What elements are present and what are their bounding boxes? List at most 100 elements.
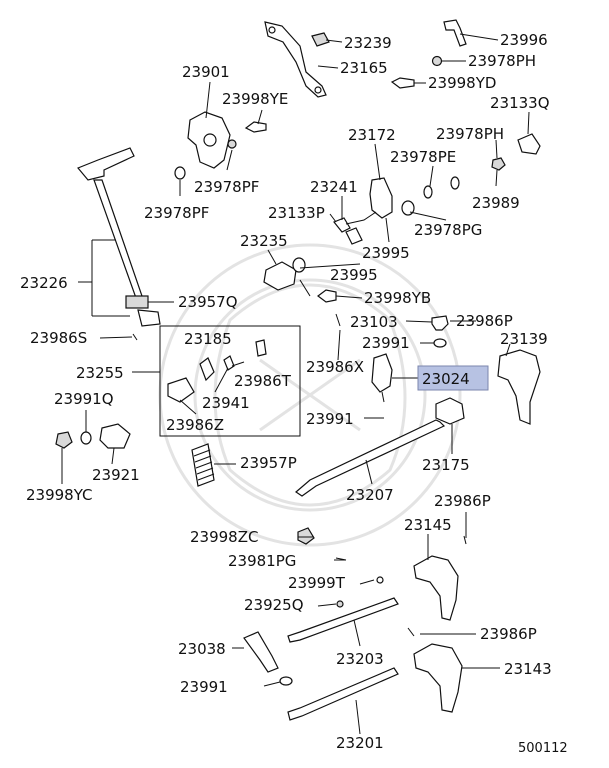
part-23986p-pin-drawing xyxy=(407,627,415,637)
label-23978pe[interactable]: 23978PE xyxy=(390,148,456,166)
part-23991q-drawing xyxy=(80,431,92,445)
washer-23978ph-drawing xyxy=(423,185,433,199)
part-23978pf-drawing xyxy=(174,166,186,180)
bracket-hole xyxy=(314,86,322,94)
label-23921[interactable]: 23921 xyxy=(92,466,140,484)
label-23986p-c[interactable]: 23986P xyxy=(480,625,537,643)
part-23235-drawing xyxy=(263,261,297,291)
label-23172[interactable]: 23172 xyxy=(348,126,396,144)
label-23986s[interactable]: 23986S xyxy=(30,329,87,347)
part-23989-drawing xyxy=(491,157,506,171)
bracket-hole xyxy=(203,133,217,147)
label-23103[interactable]: 23103 xyxy=(350,313,398,331)
label-23925q[interactable]: 23925Q xyxy=(244,596,304,614)
label-23978pf-right[interactable]: 23978PF xyxy=(194,178,259,196)
label-23981pg[interactable]: 23981PG xyxy=(228,552,296,570)
label-23145[interactable]: 23145 xyxy=(404,516,452,534)
label-23024[interactable]: 23024 xyxy=(422,370,470,388)
label-23241[interactable]: 23241 xyxy=(310,178,358,196)
part-23995-drawing xyxy=(345,227,363,245)
label-23991-a[interactable]: 23991 xyxy=(362,334,410,352)
label-23957q[interactable]: 23957Q xyxy=(178,293,238,311)
part-23998yb-drawing xyxy=(317,289,337,303)
label-23998ye[interactable]: 23998YE xyxy=(222,90,288,108)
part-23172-drawing xyxy=(369,177,393,219)
label-23998yd[interactable]: 23998YD xyxy=(428,74,496,92)
label-23986t[interactable]: 23986T xyxy=(234,372,292,390)
label-23201[interactable]: 23201 xyxy=(336,734,384,752)
label-23998zc[interactable]: 23998ZC xyxy=(190,528,258,546)
part-23255-group-box xyxy=(159,325,301,437)
label-23207[interactable]: 23207 xyxy=(346,486,394,504)
label-23203[interactable]: 23203 xyxy=(336,650,384,668)
label-23995-b[interactable]: 23995 xyxy=(330,266,378,284)
label-23991-b[interactable]: 23991 xyxy=(306,410,354,428)
washer-23978pg-drawing xyxy=(401,200,415,216)
part-23998ye-drawing xyxy=(244,121,267,133)
shaft-end xyxy=(137,309,161,327)
part-23143-drawing xyxy=(413,643,463,713)
label-23986p-a[interactable]: 23986P xyxy=(456,312,513,330)
label-23991-c[interactable]: 23991 xyxy=(180,678,228,696)
label-23978pg[interactable]: 23978PG xyxy=(414,221,482,239)
diagram-reference-code: 500112 xyxy=(518,741,568,756)
label-23986p-b[interactable]: 23986P xyxy=(434,492,491,510)
label-23239[interactable]: 23239 xyxy=(344,34,392,52)
label-23235[interactable]: 23235 xyxy=(240,232,288,250)
link-rod xyxy=(345,211,377,225)
label-23998yc[interactable]: 23998YC xyxy=(26,486,93,504)
part-23986t-drawing xyxy=(255,339,267,357)
part-23978ph-drawing xyxy=(431,55,443,67)
label-23986x[interactable]: 23986X xyxy=(306,358,364,376)
label-23165[interactable]: 23165 xyxy=(340,59,388,77)
label-23139[interactable]: 23139 xyxy=(500,330,548,348)
part-23996-drawing xyxy=(443,19,467,47)
label-23185[interactable]: 23185 xyxy=(184,330,232,348)
part-23226-drawing xyxy=(77,147,135,181)
part-23925q-drawing xyxy=(336,600,344,608)
label-23038[interactable]: 23038 xyxy=(178,640,226,658)
part-23133q-drawing xyxy=(517,133,541,155)
part-23995-seal-drawing xyxy=(292,257,306,273)
part-23991-washer-drawing xyxy=(279,676,293,686)
label-23978ph-top[interactable]: 23978PH xyxy=(468,52,536,70)
bracket-hole xyxy=(268,26,276,34)
part-23139-drawing xyxy=(497,349,541,425)
part-23185-drawing xyxy=(199,357,215,382)
part-23103-drawing xyxy=(431,315,449,331)
part-23998zc-drawing xyxy=(297,527,315,545)
label-23133p[interactable]: 23133P xyxy=(268,204,325,222)
label-23978ph-mid[interactable]: 23978PH xyxy=(436,125,504,143)
label-23255[interactable]: 23255 xyxy=(76,364,124,382)
label-23941[interactable]: 23941 xyxy=(202,394,250,412)
label-23175[interactable]: 23175 xyxy=(422,456,470,474)
part-23201-drawing xyxy=(287,667,399,721)
part-23998yd-drawing xyxy=(390,77,415,89)
label-23226[interactable]: 23226 xyxy=(20,274,68,292)
label-23986z[interactable]: 23986Z xyxy=(166,416,224,434)
part-labels: 23239 23996 23978PH 23165 23998YD 23901 … xyxy=(20,31,568,756)
label-23995-a[interactable]: 23995 xyxy=(362,244,410,262)
label-23978pf-left[interactable]: 23978PF xyxy=(144,204,209,222)
part-23941-drawing xyxy=(223,355,235,371)
label-23996[interactable]: 23996 xyxy=(500,31,548,49)
label-23989[interactable]: 23989 xyxy=(472,194,520,212)
part-23986p-pin-drawing xyxy=(463,535,467,545)
part-23921-drawing xyxy=(99,423,131,449)
label-23957p[interactable]: 23957P xyxy=(240,454,297,472)
label-23133q[interactable]: 23133Q xyxy=(490,94,550,112)
part-23957q-drawing xyxy=(125,295,149,309)
label-23998yb[interactable]: 23998YB xyxy=(364,289,431,307)
label-23143[interactable]: 23143 xyxy=(504,660,552,678)
label-23991q[interactable]: 23991Q xyxy=(54,390,114,408)
part-23038-drawing xyxy=(243,631,279,673)
part-23145-drawing xyxy=(413,555,459,621)
washer-23978pe-drawing xyxy=(450,176,460,190)
part-23986x-drawing xyxy=(335,313,341,327)
label-23999t[interactable]: 23999T xyxy=(288,574,346,592)
label-23901[interactable]: 23901 xyxy=(182,63,230,81)
part-23165-drawing xyxy=(264,21,327,98)
part-23239-drawing xyxy=(311,32,330,47)
